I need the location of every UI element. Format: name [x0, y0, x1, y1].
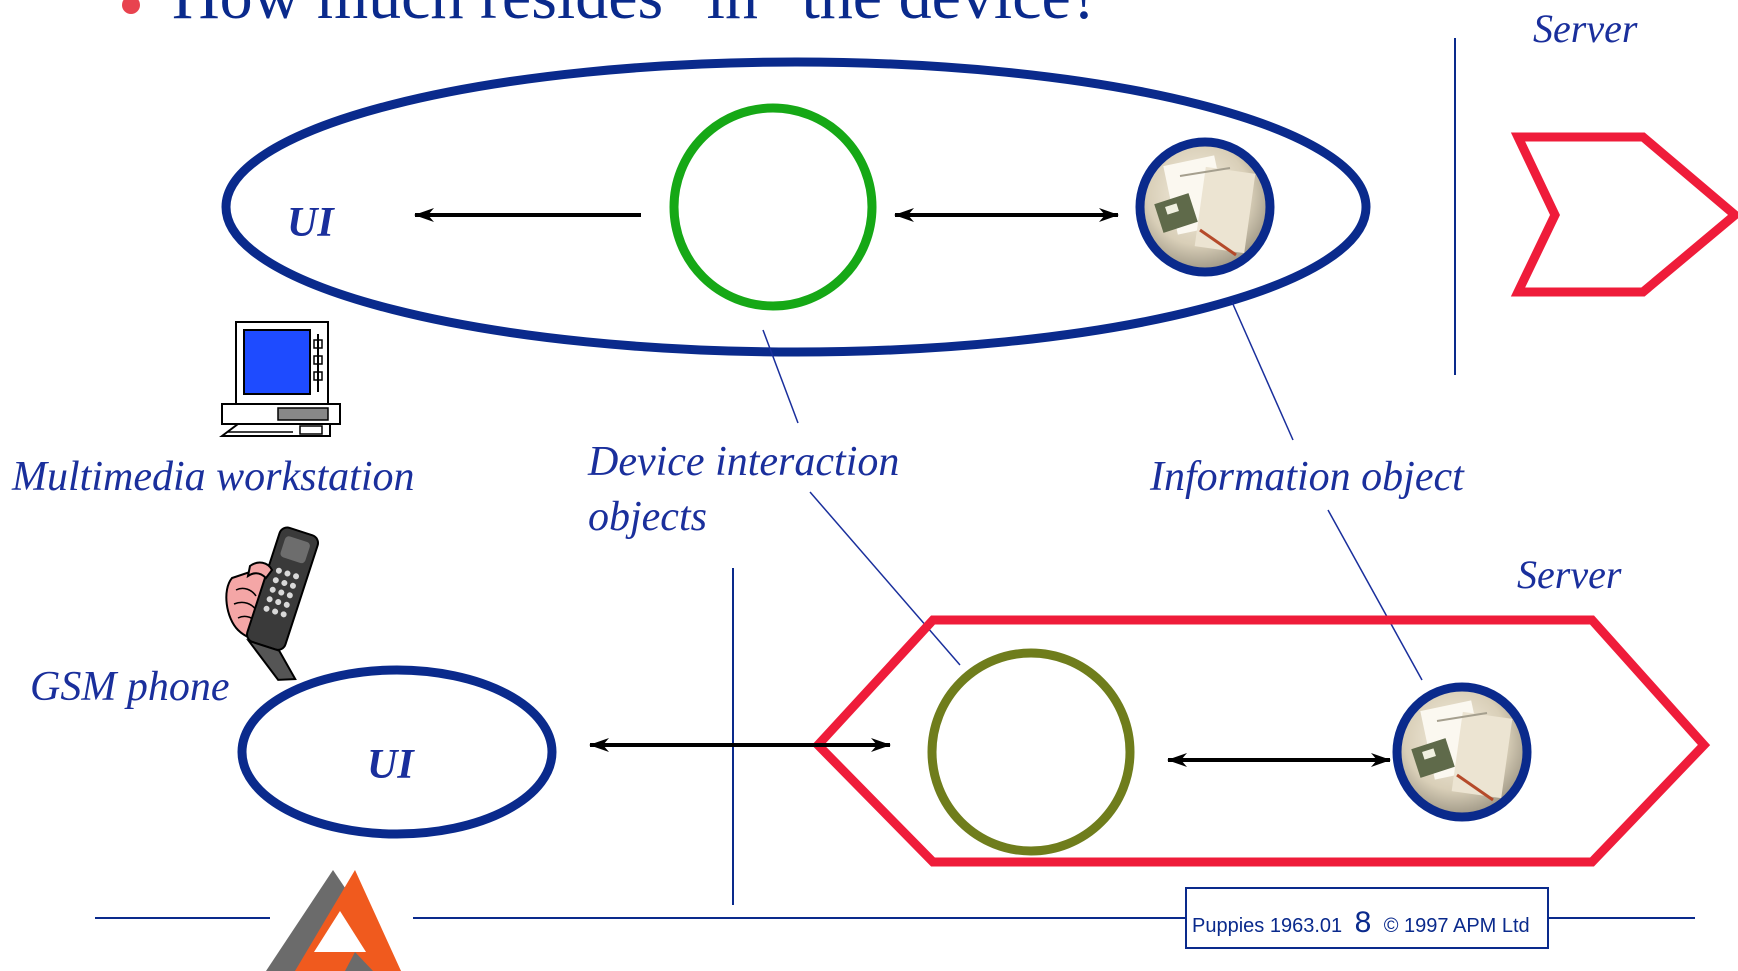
heading-text: How much resides "in" the device? [172, 0, 1100, 33]
device-interaction-label-line2: objects [588, 494, 707, 540]
bullet-icon [122, 0, 140, 14]
ui-label-bottom: UI [367, 742, 415, 788]
device-interaction-object-top [669, 103, 877, 311]
device-interaction-object-bottom [927, 648, 1135, 856]
apm-triangle-logo-icon [266, 870, 401, 971]
footer-page-number: 8 [1355, 906, 1372, 939]
ui-label-top: UI [287, 200, 335, 246]
device-interaction-label-line1: Device interaction [587, 439, 899, 485]
leader-device-top [762, 329, 799, 424]
computer-workstation-icon [219, 321, 341, 437]
information-object-top [1135, 137, 1275, 277]
gsm-phone-label: GSM phone [30, 664, 229, 710]
leader-info-top [1231, 301, 1294, 441]
server-label-top: Server [1533, 6, 1638, 51]
bottom-client-ellipse [237, 665, 557, 839]
leader-info-bottom [1327, 509, 1423, 681]
server-label-bottom: Server [1517, 552, 1622, 597]
footer-left-text: Puppies 1963.01 [1192, 915, 1342, 937]
footer-box [1185, 887, 1549, 949]
information-document-icon [1142, 144, 1268, 270]
slide-heading: How much resides "in" the device? [122, 0, 1100, 33]
information-object-bottom [1392, 682, 1532, 822]
information-document-icon [1399, 689, 1525, 815]
information-object-label: Information object [1149, 454, 1465, 500]
footer-text: Puppies 1963.01 8 © 1997 APM Ltd [1192, 906, 1530, 939]
server-hexagon-top [1510, 132, 1738, 297]
footer-copyright: © 1997 APM Ltd [1384, 915, 1530, 937]
leader-device-bottom [809, 491, 961, 666]
server-hexagon-bottom [811, 615, 1711, 867]
top-client-ellipse [221, 57, 1371, 357]
multimedia-workstation-label: Multimedia workstation [11, 454, 415, 500]
gsm-phone-in-hand-icon [225, 526, 320, 681]
